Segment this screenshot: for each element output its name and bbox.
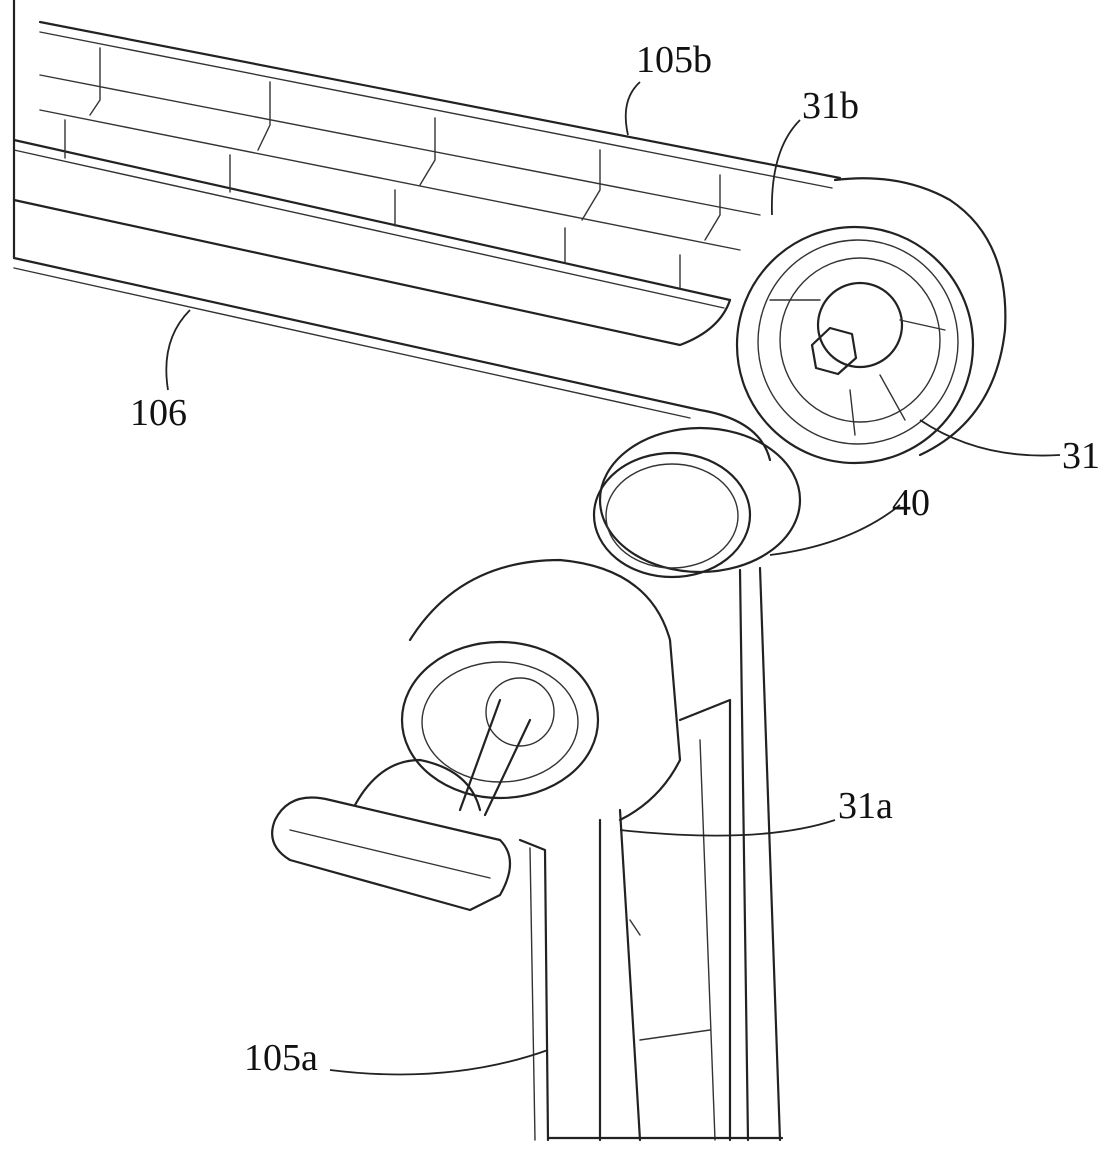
label-bracket-bottom: 31a xyxy=(838,785,893,827)
label-belt: 40 xyxy=(892,482,930,524)
bracket-lower xyxy=(400,558,732,1142)
top-frame xyxy=(12,20,842,309)
leader-lines xyxy=(165,81,1061,1076)
label-frame-top: 105b xyxy=(636,39,712,81)
label-frame-bottom: 105a xyxy=(244,1037,318,1079)
label-roller: 31 xyxy=(1062,435,1100,477)
label-beam: 106 xyxy=(130,392,187,434)
beam xyxy=(12,0,772,462)
roller-upper xyxy=(735,177,1007,465)
handle-knob xyxy=(271,698,532,912)
bottom-frame xyxy=(518,838,784,1142)
belt xyxy=(592,426,802,1142)
label-bracket-top: 31b xyxy=(802,85,859,127)
